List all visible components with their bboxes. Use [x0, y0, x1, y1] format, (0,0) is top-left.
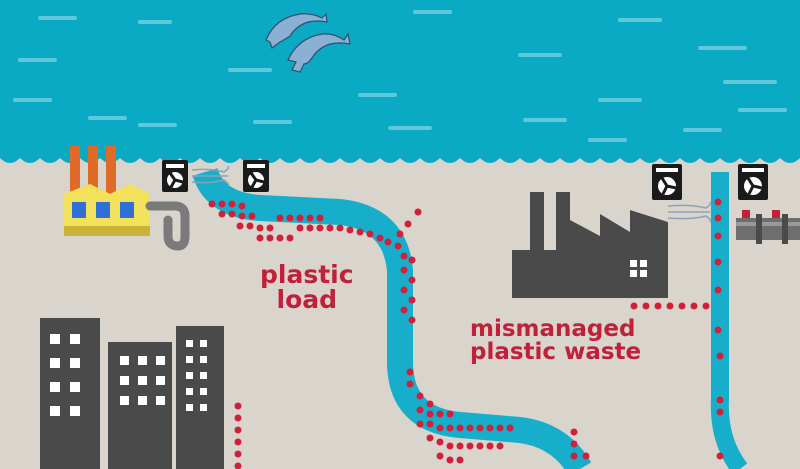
- wind-icon: [191, 165, 712, 223]
- dolphin-icon: [265, 12, 351, 73]
- mismanaged-line-1: mismanaged: [470, 316, 636, 342]
- mismanaged-line-2: plastic waste: [470, 339, 642, 365]
- factory-icon: [512, 192, 668, 298]
- plastic-dots: [208, 198, 724, 469]
- turbine-monitor-icon: [162, 160, 188, 192]
- pipe-icon: [145, 201, 190, 251]
- plastic-load-line-2: load: [276, 285, 338, 314]
- plastic-load-line-1: plastic: [260, 260, 354, 289]
- mismanaged-waste-label: mismanaged plastic waste: [470, 318, 641, 364]
- factory-icon: [64, 146, 150, 236]
- turbine-monitor-icon: [243, 160, 269, 192]
- ocean: [0, 0, 800, 163]
- plastic-load-label: plastic load: [260, 262, 354, 312]
- building-icon: [40, 318, 224, 469]
- ocean-streaks: [13, 10, 787, 142]
- pipe-icon: [736, 210, 800, 244]
- turbine-monitor-icon: [738, 164, 768, 200]
- turbine-monitor-icon: [652, 164, 682, 200]
